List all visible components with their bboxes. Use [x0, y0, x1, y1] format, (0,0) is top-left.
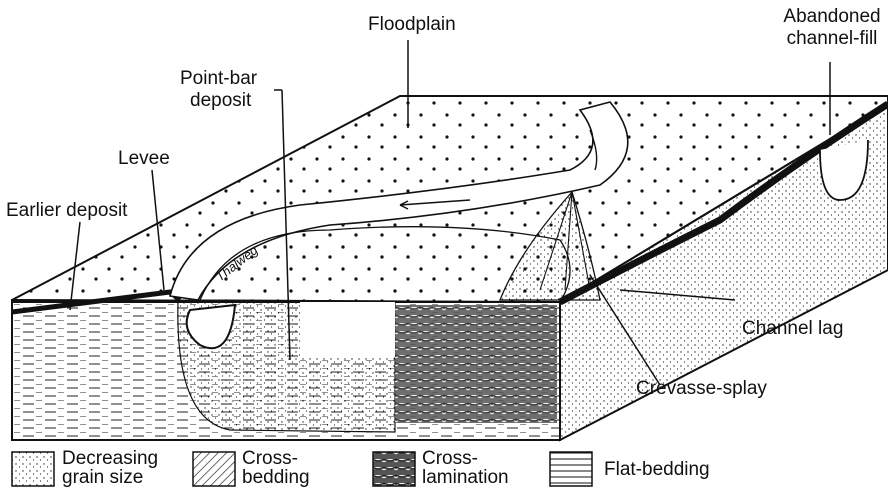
point-bar-label-line2: deposit [180, 90, 257, 112]
point-bar-label-line1: Point-bar [180, 68, 257, 90]
cross-lamination-zone [395, 305, 557, 423]
legend-item-flat-bedding: Flat-bedding [604, 460, 710, 479]
crevasse-splay-label: Crevasse-splay [636, 378, 767, 400]
abandoned-label-line1: Abandoned [780, 6, 884, 28]
legend-swatch-flat-bedding [550, 452, 592, 486]
legend-text-line2: lamination [422, 468, 509, 487]
legend-swatch-decreasing-grain-size [12, 452, 54, 486]
legend-swatch-cross-lamination [373, 452, 415, 486]
legend-text-line1: Cross- [422, 449, 509, 468]
floodplain-label: Floodplain [368, 14, 456, 36]
legend-item-cross-lamination: Cross- lamination [422, 449, 509, 487]
legend-text-line1: Cross- [242, 449, 310, 468]
legend-item-decreasing-grain-size: Decreasing grain size [62, 449, 158, 487]
legend-item-cross-bedding: Cross- bedding [242, 449, 310, 487]
channel-lag-label: Channel lag [742, 318, 843, 340]
abandoned-channel-fill-label: Abandoned channel-fill [780, 6, 884, 50]
legend-text-line1: Decreasing [62, 449, 158, 468]
legend-swatch-cross-bedding [193, 452, 235, 486]
levee-label: Levee [118, 148, 170, 170]
earlier-deposit-label: Earlier deposit [6, 200, 127, 222]
abandoned-label-line2: channel-fill [780, 28, 884, 50]
point-bar-deposit-label: Point-bar deposit [180, 68, 257, 112]
legend-text-line1: Flat-bedding [604, 460, 710, 479]
legend-text-line2: grain size [62, 468, 158, 487]
legend-text-line2: bedding [242, 468, 310, 487]
